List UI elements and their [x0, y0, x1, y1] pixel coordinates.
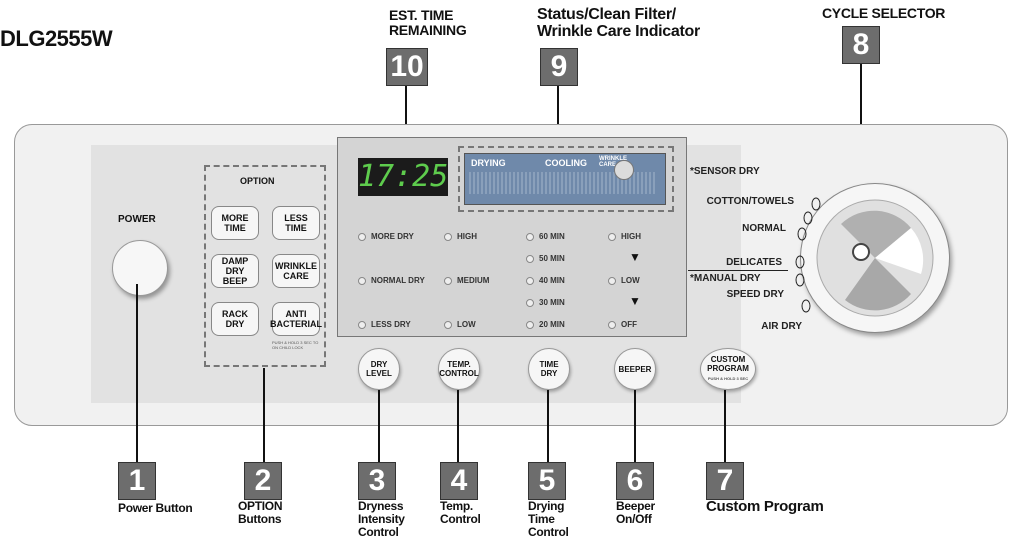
leader-line-3	[378, 390, 380, 462]
cycle-normal: NORMAL	[742, 223, 786, 234]
callout-8-number: 8	[842, 26, 880, 64]
leader-line-6	[634, 390, 636, 462]
separator-line	[688, 270, 788, 271]
status-lcd: DRYING COOLING WRINKLE CARE	[464, 153, 666, 205]
callout-6-number: 6	[616, 462, 654, 500]
time-remaining-display: 17:25	[358, 158, 449, 196]
dial-face-icon	[816, 199, 934, 317]
callout-8-title: CYCLE SELECTOR	[822, 5, 946, 21]
led-icon	[526, 320, 534, 329]
led-icon	[444, 320, 452, 329]
led-icon	[444, 232, 452, 241]
led-icon	[608, 232, 616, 241]
led-icon	[526, 232, 534, 241]
led-icon	[608, 320, 616, 329]
callout-2-number: 2	[244, 462, 282, 500]
temp-high: HIGH	[444, 232, 477, 241]
callout-4-number: 4	[440, 462, 478, 500]
clean-filter-icon	[614, 160, 634, 180]
callout-7-label: Custom Program	[706, 498, 824, 515]
callout-4-label: Temp. Control	[440, 499, 481, 526]
option-title: OPTION	[240, 176, 275, 186]
beeper-low: LOW	[608, 276, 640, 285]
beeper-off: OFF	[608, 320, 637, 329]
arrow-down-icon: ▼	[629, 294, 641, 308]
dryness-more: MORE DRY	[358, 232, 414, 241]
power-label: POWER	[118, 214, 156, 225]
callout-10-title: EST. TIME REMAINING	[389, 7, 467, 38]
manual-dry-header: *MANUAL DRY	[690, 273, 761, 284]
callout-9-title: Status/Clean Filter/ Wrinkle Care Indica…	[537, 6, 700, 40]
led-icon	[526, 276, 534, 285]
model-number: DLG2555W	[0, 26, 113, 51]
leader-line-7	[724, 390, 726, 462]
beeper-high: HIGH	[608, 232, 641, 241]
callout-1-number: 1	[118, 462, 156, 500]
drying-indicator: DRYING	[471, 158, 506, 168]
cycle-selector-dial[interactable]	[800, 183, 950, 333]
time-20: 20 MIN	[526, 320, 565, 329]
callout-5-number: 5	[528, 462, 566, 500]
cycle-speed-dry: SPEED DRY	[726, 289, 784, 300]
child-lock-note: PUSH & HOLD 3 SEC TO ON CHILD LOCK	[272, 340, 319, 350]
callout-7-number: 7	[706, 462, 744, 500]
led-icon	[608, 276, 616, 285]
temp-medium: MEDIUM	[444, 276, 489, 285]
led-icon	[526, 298, 534, 307]
status-indicator-group	[458, 146, 674, 212]
leader-line-4	[457, 390, 459, 462]
leader-line-1	[136, 284, 138, 462]
callout-6-label: Beeper On/Off	[616, 499, 655, 526]
temp-control-button[interactable]: TEMP.CONTROL	[438, 348, 480, 390]
callout-3-number: 3	[358, 462, 396, 500]
leader-line-2	[263, 368, 265, 462]
dial-notch-icon	[795, 197, 821, 313]
dial-notches	[792, 194, 822, 329]
cycle-air-dry: AIR DRY	[761, 321, 802, 332]
progress-bar	[469, 172, 657, 194]
cooling-indicator: COOLING	[545, 158, 587, 168]
cycle-delicates: DELICATES	[726, 257, 782, 268]
leader-line-9	[557, 86, 559, 136]
time-40: 40 MIN	[526, 276, 565, 285]
time-30: 30 MIN	[526, 298, 565, 307]
option-group	[204, 165, 326, 367]
led-icon	[358, 276, 366, 285]
dryness-normal: NORMAL DRY	[358, 276, 425, 285]
arrow-down-icon: ▼	[629, 250, 641, 264]
callout-9-number: 9	[540, 48, 578, 86]
wrinkle-indicator: WRINKLE CARE	[599, 156, 627, 168]
power-button[interactable]	[112, 240, 168, 296]
leader-line-10	[405, 86, 407, 144]
led-icon	[444, 276, 452, 285]
callout-3-label: Dryness Intensity Control	[358, 499, 405, 539]
beeper-button[interactable]: BEEPER	[614, 348, 656, 390]
temp-low: LOW	[444, 320, 476, 329]
led-icon	[526, 254, 534, 263]
dryness-less: LESS DRY	[358, 320, 411, 329]
callout-1-label: Power Button	[118, 501, 193, 515]
time-50: 50 MIN	[526, 254, 565, 263]
led-icon	[358, 232, 366, 241]
callout-2-label: OPTION Buttons	[238, 499, 283, 526]
led-icon	[358, 320, 366, 329]
callout-5-label: Drying Time Control	[528, 499, 569, 539]
callout-10-number: 10	[386, 48, 428, 86]
time-60: 60 MIN	[526, 232, 565, 241]
cycle-cotton-towels: COTTON/TOWELS	[706, 196, 794, 207]
leader-line-5	[547, 390, 549, 462]
sensor-dry-header: *SENSOR DRY	[690, 166, 760, 177]
